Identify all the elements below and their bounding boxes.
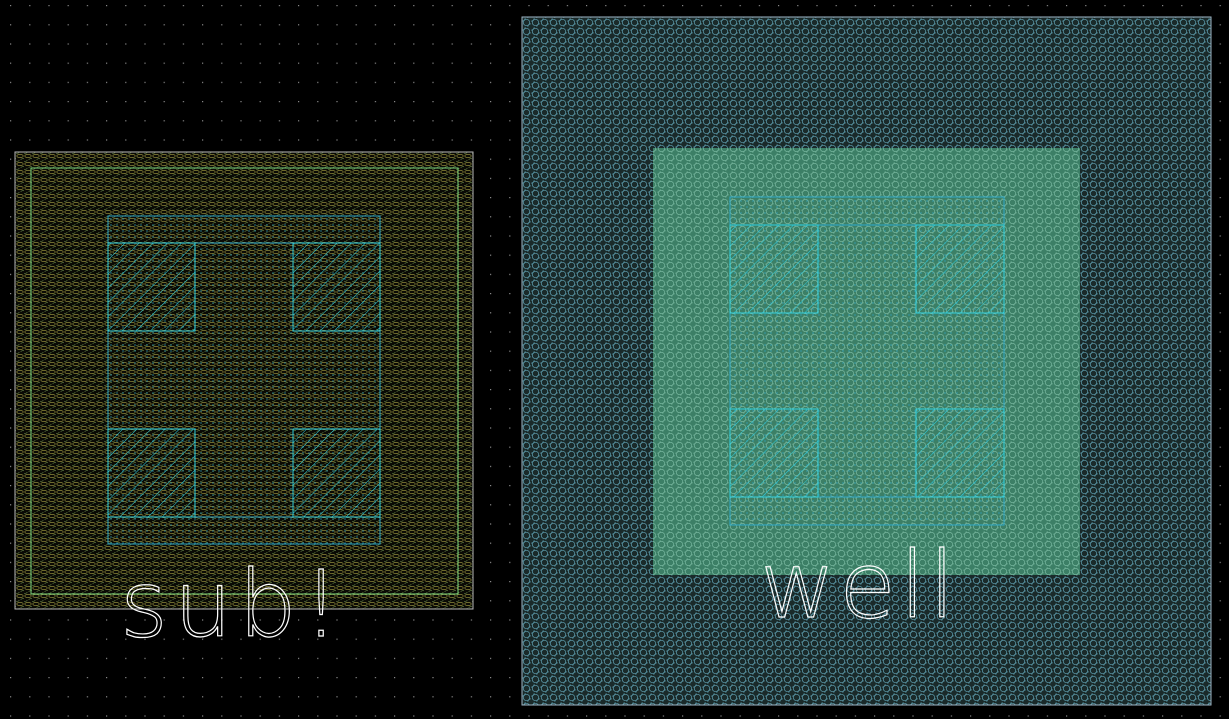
well-contact-top-left: [729, 224, 819, 314]
well-label: well: [760, 532, 959, 639]
well-metal-ring: [729, 224, 1005, 498]
substrate-contact-bottom-left: [107, 428, 196, 518]
substrate-contact-top-right: [292, 242, 381, 332]
well-contact-bottom-left: [729, 408, 819, 498]
substrate-contact-bottom-right: [292, 428, 381, 518]
substrate-metal-ring: [107, 242, 381, 518]
substrate-label: sub!: [120, 551, 346, 658]
well-contact-bottom-right: [915, 408, 1005, 498]
well-contact-top-right: [915, 224, 1005, 314]
substrate-implant-boundary: [30, 167, 459, 595]
well-contact-cell[interactable]: well: [521, 16, 1212, 706]
substrate-contact-top-left: [107, 242, 196, 332]
substrate-contact-cell[interactable]: sub!: [14, 151, 474, 659]
